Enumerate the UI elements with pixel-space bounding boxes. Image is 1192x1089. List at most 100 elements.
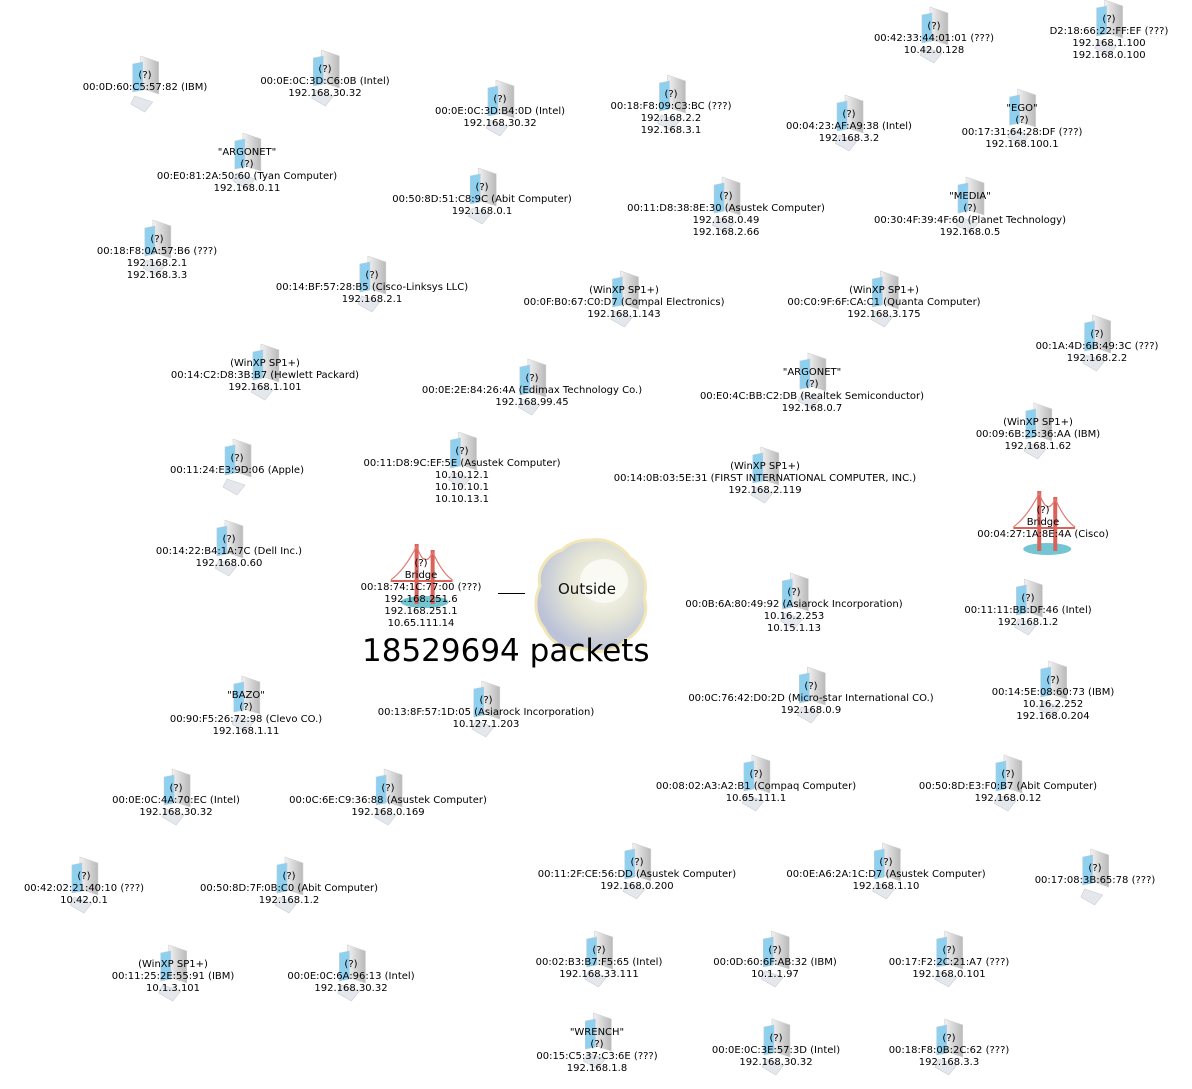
node-label-line: 192.168.1.143 bbox=[587, 309, 661, 320]
computer-icon bbox=[1082, 313, 1117, 373]
host-node[interactable]: (?)00:0E:0C:3D:B4:0D (Intel)192.168.30.3… bbox=[435, 79, 565, 137]
computer-icon bbox=[993, 753, 1028, 813]
node-label-line: 00:14:22:B4:1A:7C (Dell Inc.) bbox=[155, 546, 303, 557]
host-node[interactable]: (?)00:42:02:21:40:10 (???)10.42.0.1 bbox=[24, 856, 144, 914]
host-node[interactable]: (?)00:04:23:AF:A9:38 (Intel)192.168.3.2 bbox=[786, 94, 912, 152]
node-label-line: 10.127.1.203 bbox=[452, 719, 520, 730]
host-node[interactable]: (WinXP SP1+)00:14:C2:D8:3B:B7 (Hewlett P… bbox=[170, 343, 360, 401]
node-label-line: 00:14:BF:57:28:B5 (Cisco-Linksys LLC) bbox=[275, 282, 469, 293]
node-label-line: (?) bbox=[590, 1039, 604, 1050]
host-node[interactable]: (?)00:18:F8:0B:2C:62 (???)192.168.3.3 bbox=[888, 1018, 1010, 1076]
host-node[interactable]: (WinXP SP1+)00:09:6B:25:36:AA (IBM)192.1… bbox=[976, 402, 1100, 460]
host-node[interactable]: (?)00:11:D8:38:8E:30 (Asustek Computer)1… bbox=[627, 176, 825, 239]
node-label-line: 00:0E:0C:4A:70:EC (Intel) bbox=[112, 795, 240, 806]
node-label-line: 00:14:C2:D8:3B:B7 (Hewlett Packard) bbox=[170, 370, 360, 381]
computer-icon bbox=[919, 5, 954, 65]
node-label-line: 00:11:24:E3:9D:06 (Apple) bbox=[170, 465, 304, 476]
host-node[interactable]: (?)00:11:2F:CE:56:DD (Asustek Computer)1… bbox=[538, 842, 736, 900]
node-label-line: 00:E0:81:2A:50:60 (Tyan Computer) bbox=[156, 171, 338, 182]
node-label-line: 192.168.0.101 bbox=[912, 969, 986, 980]
node-label-line: 00:0E:0C:3D:C6:0B (Intel) bbox=[260, 76, 390, 87]
computer-icon bbox=[1094, 0, 1129, 58]
host-node[interactable]: (WinXP SP1+)00:0F:B0:67:C0:D7 (Compal El… bbox=[523, 270, 725, 328]
node-label-line: 192.168.2.2 bbox=[1066, 353, 1128, 364]
node-label-line: 192.168.0.12 bbox=[974, 793, 1042, 804]
node-label-line: 00:18:F8:0B:2C:62 (???) bbox=[888, 1045, 1010, 1056]
node-label-line: 00:0D:60:6F:AB:32 (IBM) bbox=[713, 957, 837, 968]
host-node[interactable]: (?)00:11:11:BB:DF:46 (Intel)192.168.1.2 bbox=[964, 578, 1092, 636]
host-node[interactable]: (?)00:13:8F:57:1D:05 (Asiarock Incorpora… bbox=[378, 680, 594, 738]
host-node[interactable]: (?)00:0E:0C:4A:70:EC (Intel)192.168.30.3… bbox=[112, 768, 240, 826]
host-node[interactable]: (?)00:50:8D:51:C8:9C (Abit Computer)192.… bbox=[392, 167, 572, 225]
computer-icon bbox=[711, 175, 746, 235]
host-node[interactable]: (?)00:0B:6A:80:49:92 (Asiarock Incorpora… bbox=[685, 572, 903, 635]
node-label-line: 10.16.2.252 bbox=[1022, 699, 1084, 710]
node-label-line: 00:18:74:1C:77:00 (???) bbox=[360, 582, 482, 593]
host-node[interactable]: (WinXP SP1+)00:C0:9F:6F:CA:C1 (Quanta Co… bbox=[787, 270, 981, 328]
node-label-line: 00:50:8D:51:C8:9C (Abit Computer) bbox=[392, 194, 572, 205]
node-label-line: (?) bbox=[475, 182, 489, 193]
node-label-line: (?) bbox=[942, 945, 956, 956]
computer-icon bbox=[1007, 87, 1042, 147]
host-node[interactable]: (?)00:0E:0C:3D:C6:0B (Intel)192.168.30.3… bbox=[260, 49, 390, 107]
node-label-line: 00:18:F8:0A:57:B6 (???) bbox=[96, 246, 218, 257]
divider-line bbox=[498, 593, 525, 594]
host-node[interactable]: "ARGONET"(?)00:E0:4C:BB:C2:DB (Realtek S… bbox=[700, 352, 924, 415]
host-node[interactable]: (?)00:1A:4D:6B:49:3C (???)192.168.2.2 bbox=[1036, 314, 1158, 372]
host-node[interactable]: (?)00:42:33:44:01:01 (???)10.42.0.128 bbox=[874, 6, 994, 64]
node-label-line: "ARGONET" bbox=[217, 147, 277, 158]
host-node[interactable]: (?)00:11:D8:9C:EF:5E (Asustek Computer)1… bbox=[363, 431, 561, 506]
host-node[interactable]: (?)00:0E:0C:6A:96:13 (Intel)192.168.30.3… bbox=[287, 944, 415, 1002]
node-label-line: 10.1.3.101 bbox=[145, 983, 201, 994]
node-label-line: (?) bbox=[138, 70, 152, 81]
host-node[interactable]: (?)00:17:08:3B:65:78 (???) bbox=[1034, 848, 1156, 906]
host-node[interactable]: "WRENCH"(?)00:15:C5:37:C3:6E (???)192.16… bbox=[536, 1012, 658, 1075]
computer-icon bbox=[158, 943, 193, 1003]
host-node[interactable]: (?)00:0C:6E:C9:36:88 (Asustek Computer)1… bbox=[289, 768, 487, 826]
host-node[interactable]: (?)00:08:02:A3:A2:B1 (Compaq Computer)10… bbox=[656, 754, 856, 812]
host-node[interactable]: (?)00:0E:A6:2A:1C:D7 (Asustek Computer)1… bbox=[786, 842, 986, 900]
node-label-line: "EGO" bbox=[1006, 103, 1038, 114]
host-node[interactable]: (?)00:02:B3:B7:F5:65 (Intel)192.168.33.1… bbox=[536, 930, 662, 988]
computer-icon bbox=[584, 929, 619, 989]
node-label-line: 192.168.100.1 bbox=[985, 139, 1059, 150]
host-node[interactable]: "EGO"(?)00:17:31:64:28:DF (???)192.168.1… bbox=[962, 88, 1082, 151]
outside-cloud-icon[interactable] bbox=[532, 536, 650, 656]
node-label-line: 192.168.1.11 bbox=[212, 726, 280, 737]
host-node[interactable]: (?)00:0E:0C:3E:57:3D (Intel)192.168.30.3… bbox=[712, 1018, 840, 1076]
host-node[interactable]: (WinXP SP1+)00:14:0B:03:5E:31 (FIRST INT… bbox=[614, 446, 916, 504]
computer-icon bbox=[871, 841, 906, 901]
host-node[interactable]: (?)00:0C:76:42:D0:2D (Micro-star Interna… bbox=[688, 666, 934, 724]
host-node[interactable]: (?)00:50:8D:E3:F0:B7 (Abit Computer)192.… bbox=[919, 754, 1097, 812]
host-node[interactable]: "ARGONET"(?)00:E0:81:2A:50:60 (Tyan Comp… bbox=[156, 132, 338, 195]
host-node[interactable]: (?)00:0D:60:C5:57:82 (IBM) bbox=[83, 55, 207, 113]
node-label-line: 192.168.1.101 bbox=[228, 382, 302, 393]
host-node[interactable]: "BAZO"(?)00:90:F5:26:72:98 (Clevo CO.)19… bbox=[170, 675, 322, 738]
node-label-line: (?) bbox=[77, 871, 91, 882]
host-node[interactable]: (WinXP SP1+)00:11:25:2E:55:91 (IBM)10.1.… bbox=[112, 944, 234, 1002]
node-label-line: (?) bbox=[1088, 863, 1102, 874]
computer-icon bbox=[142, 218, 177, 278]
host-node[interactable]: (?)00:0E:2E:84:26:4A (Edimax Technology … bbox=[422, 358, 642, 416]
node-label-line: 10.10.13.1 bbox=[434, 494, 490, 505]
host-node[interactable]: (?)00:0D:60:6F:AB:32 (IBM)10.1.1.97 bbox=[713, 930, 837, 988]
host-node[interactable]: (?)00:50:8D:7F:0B:C0 (Abit Computer)192.… bbox=[200, 856, 378, 914]
computer-icon bbox=[934, 929, 969, 989]
host-node[interactable]: (?)00:14:22:B4:1A:7C (Dell Inc.)192.168.… bbox=[155, 519, 303, 577]
computer-icon bbox=[796, 665, 831, 725]
host-node[interactable]: (?)00:17:F2:2C:21:A7 (???)192.168.0.101 bbox=[889, 930, 1009, 988]
node-label-line: 192.168.1.2 bbox=[997, 617, 1059, 628]
node-label-line: (?) bbox=[344, 959, 358, 970]
node-label-line: "BAZO" bbox=[227, 690, 265, 701]
host-node[interactable]: (?)00:11:24:E3:9D:06 (Apple) bbox=[170, 438, 304, 496]
computer-icon bbox=[310, 48, 345, 108]
host-node[interactable]: (?)00:14:BF:57:28:B5 (Cisco-Linksys LLC)… bbox=[275, 255, 469, 313]
host-node[interactable]: "MEDIA"(?)00:30:4F:39:4F:60 (Planet Tech… bbox=[874, 176, 1066, 239]
node-label-line: 00:17:08:3B:65:78 (???) bbox=[1034, 875, 1156, 886]
